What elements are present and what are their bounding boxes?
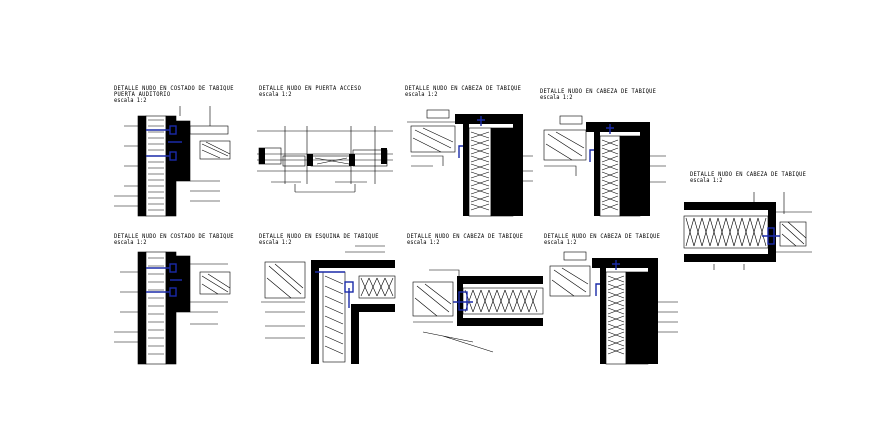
detail-title: DETALLE NUDO EN COSTADO DE TABIQUE [114, 233, 234, 240]
detail-scale: escala 1:2 [690, 177, 723, 184]
detail-scale: escala 1:2 [259, 239, 292, 246]
detail-title: DETALLE NUDO EN CABEZA DE TABIQUE [544, 233, 661, 240]
detail-scale: escala 1:2 [544, 239, 577, 246]
detail-title: DETALLE NUDO EN COSTADO DE TABIQUE [114, 85, 234, 92]
detail-drawing [549, 251, 678, 365]
detail-title: DETALLE NUDO EN ESQUINA DE TABIQUE [259, 233, 379, 240]
detail-title: DETALLE NUDO EN PUERTA ACCESO [259, 85, 362, 92]
detail-title: DETALLE NUDO EN CABEZA DE TABIQUE [540, 88, 657, 95]
detail-scale: escala 1:2 [540, 94, 573, 101]
detail-drawing [257, 126, 393, 193]
detail-drawing [683, 192, 812, 270]
detail-title: DETALLE NUDO EN CABEZA DE TABIQUE [690, 171, 807, 178]
detail-title: DETALLE NUDO EN CABEZA DE TABIQUE [407, 233, 524, 240]
detail-scale: escala 1:2 [114, 97, 147, 104]
detail-title: DETALLE NUDO EN CABEZA DE TABIQUE [405, 85, 522, 92]
detail-title-line-2: PUERTA AUDITORIO [114, 91, 171, 98]
detail-drawing [114, 106, 231, 217]
detail-drawing [412, 269, 544, 353]
detail-scale: escala 1:2 [114, 239, 147, 246]
detail-scale: escala 1:2 [259, 91, 292, 98]
detail-drawing [261, 245, 396, 364]
detail-drawing [543, 115, 666, 217]
detail-drawing [407, 109, 533, 217]
detail-drawing [114, 251, 231, 365]
detail-scale: escala 1:2 [405, 91, 438, 98]
detail-scale: escala 1:2 [407, 239, 440, 246]
